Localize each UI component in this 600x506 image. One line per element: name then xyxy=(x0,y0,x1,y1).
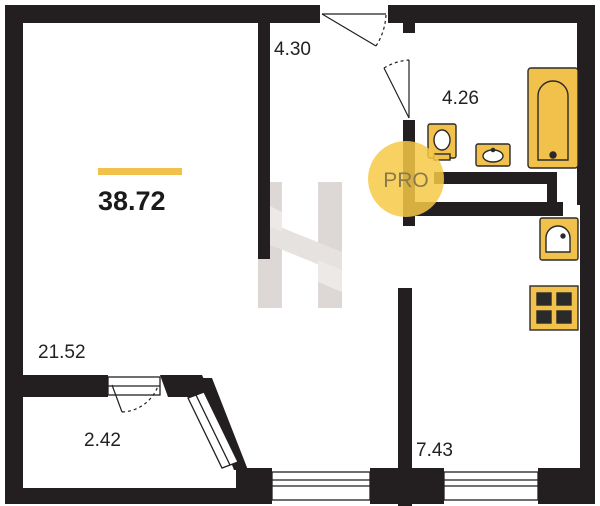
bathroom-sink-icon xyxy=(475,143,511,167)
room-area-kitchen: 7.43 xyxy=(416,440,453,461)
pro-badge-circle xyxy=(368,141,444,217)
room-area-balcony: 2.42 xyxy=(84,430,121,451)
wall-hall-divider xyxy=(258,5,270,259)
wall-bath-bottom-left xyxy=(403,202,563,216)
doors xyxy=(111,5,415,413)
wall-balcony-bottom xyxy=(5,488,245,504)
wall-bath-shelf xyxy=(434,172,548,184)
total-area: 38.72 xyxy=(98,186,166,216)
total-area-accent-bar xyxy=(98,168,182,175)
wall-bottom-right xyxy=(538,468,595,504)
wall-living-bottom xyxy=(5,375,108,397)
room-area-bathroom: 4.26 xyxy=(442,88,479,109)
wall-balcony-diagonal xyxy=(198,378,248,470)
wall-right-lower xyxy=(580,200,595,500)
window-bottom-left xyxy=(271,471,371,501)
window-bottom-right xyxy=(443,471,539,501)
kitchen-sink-icon xyxy=(539,217,579,261)
door-balcony xyxy=(111,384,159,413)
wall-bottom-mid xyxy=(236,468,272,504)
wall-left-top xyxy=(5,5,23,375)
windows xyxy=(107,376,539,501)
room-area-hallway: 4.30 xyxy=(274,39,311,60)
pro-badge: PRO xyxy=(368,141,444,217)
wall-right xyxy=(577,5,595,205)
wall-balcony-left xyxy=(5,375,23,501)
walls xyxy=(5,5,595,506)
watermark-logo xyxy=(258,182,342,308)
wall-bath-left-top xyxy=(403,5,415,33)
wall-kitchen-divider xyxy=(398,288,412,506)
bathtub-icon xyxy=(527,67,579,169)
window-balcony-diagonal xyxy=(187,391,239,469)
stove-icon xyxy=(529,285,579,331)
wall-bath-bottom-right xyxy=(547,172,557,216)
pro-badge-text: PRO xyxy=(383,169,429,192)
wall-bottom-center xyxy=(370,468,444,504)
toilet-icon xyxy=(427,123,457,161)
wall-top-right xyxy=(388,5,590,23)
room-area-living-room: 21.52 xyxy=(38,342,86,363)
fixtures xyxy=(427,67,579,331)
door-entrance xyxy=(320,5,388,47)
wall-top-left xyxy=(5,5,320,23)
door-bathroom xyxy=(383,33,415,120)
window-balcony-top xyxy=(107,376,161,396)
